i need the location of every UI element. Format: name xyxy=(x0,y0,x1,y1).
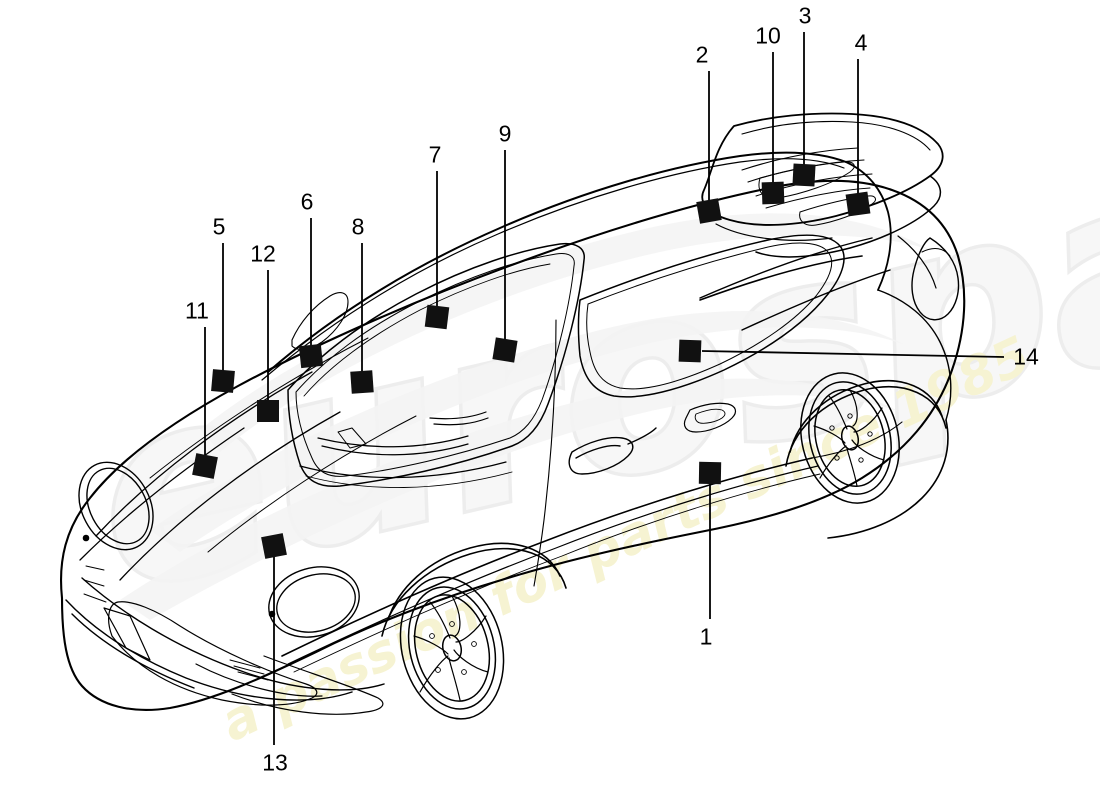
callout-marker-12 xyxy=(257,400,279,422)
windscreen-wipers xyxy=(317,411,489,456)
callout-marker-5 xyxy=(211,369,235,393)
callout-marker-11 xyxy=(192,453,218,479)
callout-number-5: 5 xyxy=(212,213,226,240)
front-wheel-arch xyxy=(381,542,567,637)
front-bumper xyxy=(65,577,385,701)
callout-number-13: 13 xyxy=(262,749,288,776)
rear-wheel xyxy=(800,372,900,504)
rear-deck xyxy=(699,237,952,421)
callout-marker-13 xyxy=(261,533,287,559)
callout-number-4: 4 xyxy=(854,29,868,56)
door-handle xyxy=(683,402,737,433)
windscreen xyxy=(287,242,585,488)
callout-number-9: 9 xyxy=(498,120,512,147)
front-grille-slats xyxy=(83,565,269,681)
callout-marker-14 xyxy=(678,339,702,363)
callout-number-6: 6 xyxy=(300,188,314,215)
callout-marker-3 xyxy=(792,163,816,187)
callout-layer xyxy=(192,32,1005,745)
callout-leader-14 xyxy=(701,350,1005,358)
callout-7 xyxy=(424,171,450,330)
callout-marker-1 xyxy=(698,461,722,485)
rear-lamp xyxy=(911,237,960,321)
callout-10 xyxy=(761,52,785,205)
callout-5 xyxy=(211,243,235,393)
front-wheel xyxy=(399,576,505,720)
callout-marker-8 xyxy=(350,370,374,394)
callout-2 xyxy=(696,71,722,224)
callout-marker-2 xyxy=(696,198,722,224)
callout-11 xyxy=(192,327,218,479)
callout-marker-7 xyxy=(424,304,450,330)
side-glass xyxy=(577,234,845,398)
callout-6 xyxy=(298,218,324,369)
side-mirror xyxy=(568,427,657,475)
callout-number-3: 3 xyxy=(798,2,812,29)
callout-14 xyxy=(678,339,1005,363)
callout-number-14: 14 xyxy=(1013,343,1039,370)
callout-number-10: 10 xyxy=(755,22,781,49)
front-hood xyxy=(79,371,341,581)
callout-number-8: 8 xyxy=(351,213,365,240)
callout-number-12: 12 xyxy=(250,240,276,267)
callout-number-2: 2 xyxy=(695,41,709,68)
headlight-left xyxy=(78,461,154,551)
callout-marker-9 xyxy=(492,337,518,363)
callout-marker-10 xyxy=(761,181,785,205)
callout-4 xyxy=(845,59,871,217)
callout-1 xyxy=(698,461,722,619)
callout-12 xyxy=(257,270,279,422)
callout-13 xyxy=(261,533,287,745)
callout-8 xyxy=(350,243,374,394)
callout-marker-6 xyxy=(298,343,324,369)
body-shading xyxy=(120,213,930,620)
callout-number-7: 7 xyxy=(428,141,442,168)
callout-marker-4 xyxy=(845,191,871,217)
callout-number-1: 1 xyxy=(699,623,713,650)
callout-3 xyxy=(792,32,816,187)
rear-wheel-arch xyxy=(785,380,947,467)
callout-number-11: 11 xyxy=(185,297,209,324)
callout-9 xyxy=(492,150,518,363)
front-air-intakes xyxy=(103,601,384,715)
